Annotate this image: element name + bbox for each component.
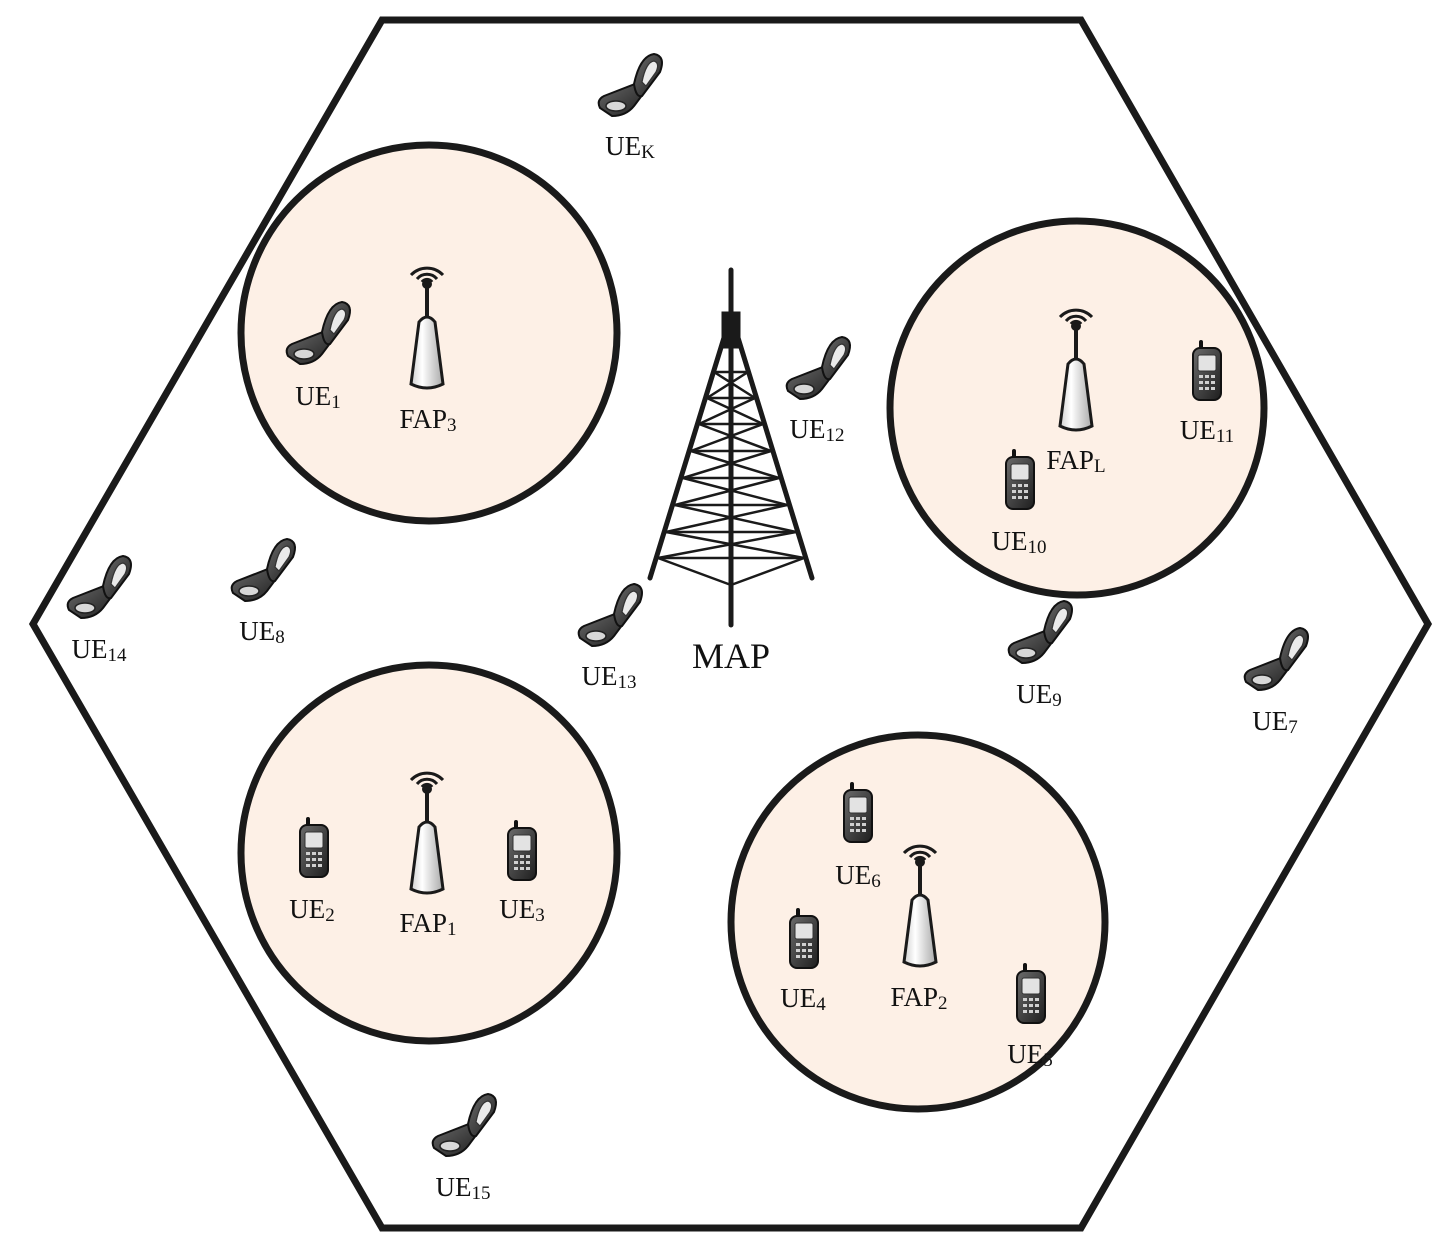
fap-label: FAP1 [399, 908, 456, 940]
candybar-phone-icon [298, 817, 330, 879]
ue-label: UE14 [72, 634, 128, 666]
fap-label: FAP3 [399, 404, 456, 436]
ue-label: UE11 [1180, 415, 1234, 447]
ue-label: UEK [605, 131, 655, 163]
candybar-phone-icon [842, 782, 874, 844]
fap-label: FAP2 [890, 982, 947, 1014]
map-label: MAP [692, 636, 770, 676]
candybar-phone-icon [1015, 963, 1047, 1025]
candybar-phone-icon [1004, 449, 1036, 511]
ue-label: UE3 [499, 894, 545, 926]
ue-label: UE12 [790, 414, 845, 446]
fap-label: FAPL [1046, 445, 1105, 477]
ue-label: UE4 [780, 983, 826, 1015]
ue-label: UE9 [1016, 679, 1062, 711]
ue-label: UE13 [582, 661, 637, 693]
ue-label: UE7 [1252, 706, 1298, 738]
candybar-phone-icon [506, 820, 538, 882]
candybar-phone-icon [788, 908, 820, 970]
candybar-phone-icon [1191, 340, 1223, 402]
ue-label: UE10 [992, 526, 1047, 558]
ue-label: UE1 [295, 381, 341, 413]
ue-label: UE6 [835, 860, 881, 892]
ue-label: UE8 [239, 616, 285, 648]
ue-label: UE15 [436, 1172, 491, 1204]
ue-label: UE5 [1007, 1039, 1053, 1071]
cell-tower-icon [647, 267, 815, 628]
ue-label: UE2 [289, 894, 335, 926]
